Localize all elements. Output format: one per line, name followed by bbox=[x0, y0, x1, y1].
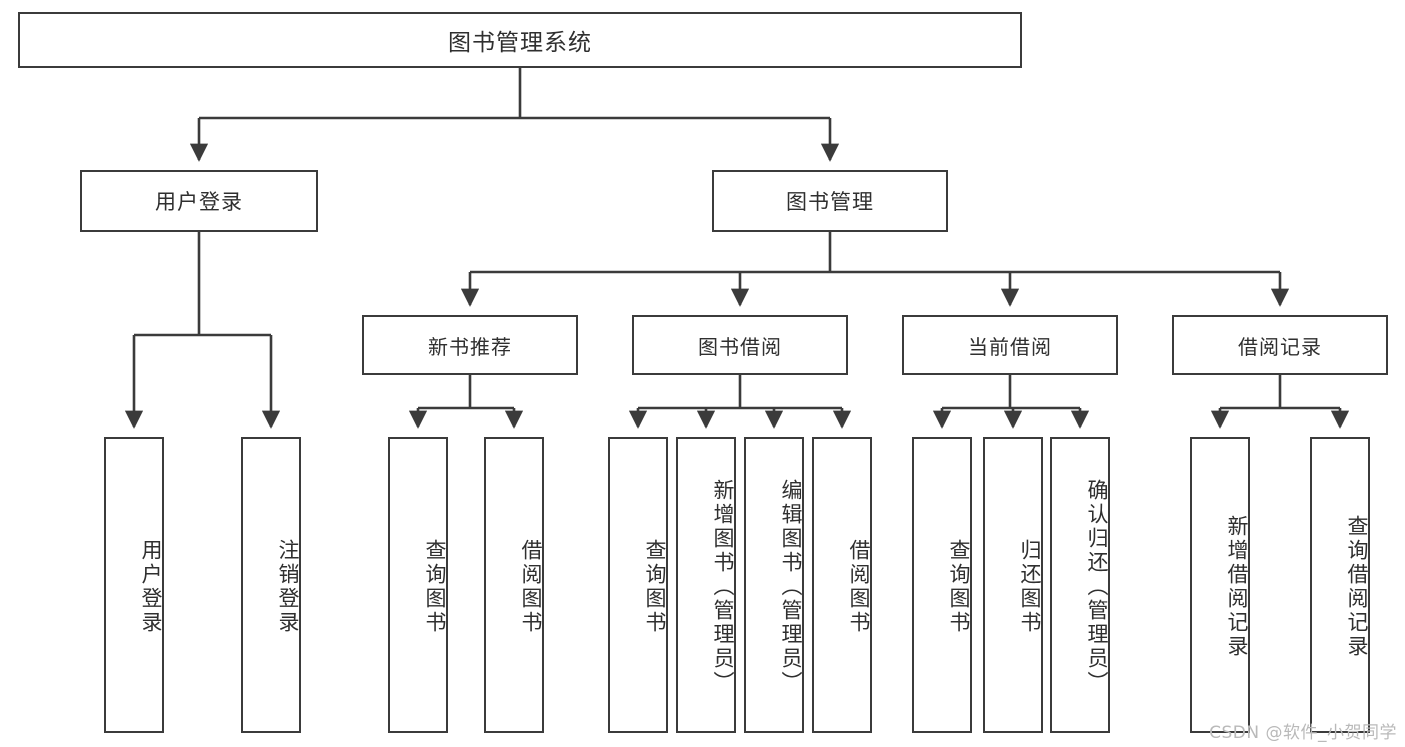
node-leaf-5[interactable]: 新增图书（管理员） bbox=[676, 437, 736, 733]
node-leaf-11-label: 新增借阅记录 bbox=[1225, 515, 1249, 659]
node-leaf-10[interactable]: 确认归还（管理员） bbox=[1050, 437, 1110, 733]
node-leaf-2-label: 查询图书 bbox=[423, 539, 447, 635]
node-l3-图书借阅-label: 图书借阅 bbox=[698, 334, 782, 359]
node-l2-用户登录[interactable]: 用户登录 bbox=[80, 170, 318, 232]
node-leaf-0[interactable]: 用户登录 bbox=[104, 437, 164, 733]
node-leaf-6-label: 编辑图书（管理员） bbox=[779, 479, 803, 695]
node-leaf-4-label: 查询图书 bbox=[643, 539, 667, 635]
node-leaf-4[interactable]: 查询图书 bbox=[608, 437, 668, 733]
node-leaf-12-label: 查询借阅记录 bbox=[1345, 515, 1369, 659]
node-l3-图书借阅[interactable]: 图书借阅 bbox=[632, 315, 848, 375]
node-leaf-5-label: 新增图书（管理员） bbox=[711, 479, 735, 695]
node-leaf-6[interactable]: 编辑图书（管理员） bbox=[744, 437, 804, 733]
node-leaf-8[interactable]: 查询图书 bbox=[912, 437, 972, 733]
node-leaf-1[interactable]: 注销登录 bbox=[241, 437, 301, 733]
node-l3-当前借阅[interactable]: 当前借阅 bbox=[902, 315, 1118, 375]
node-l2-用户登录-label: 用户登录 bbox=[155, 190, 243, 214]
node-leaf-1-label: 注销登录 bbox=[276, 539, 300, 635]
node-leaf-8-label: 查询图书 bbox=[947, 539, 971, 635]
node-leaf-12[interactable]: 查询借阅记录 bbox=[1310, 437, 1370, 733]
csdn-watermark: CSDN @软件_小贺同学 bbox=[1209, 723, 1397, 743]
node-leaf-7-label: 借阅图书 bbox=[847, 539, 871, 635]
node-root-label: 图书管理系统 bbox=[448, 30, 592, 56]
node-l2-图书管理-label: 图书管理 bbox=[786, 190, 874, 214]
node-leaf-9[interactable]: 归还图书 bbox=[983, 437, 1043, 733]
node-l3-新书推荐[interactable]: 新书推荐 bbox=[362, 315, 578, 375]
node-leaf-0-label: 用户登录 bbox=[139, 539, 163, 635]
node-l3-新书推荐-label: 新书推荐 bbox=[428, 334, 512, 359]
node-leaf-11[interactable]: 新增借阅记录 bbox=[1190, 437, 1250, 733]
node-l3-当前借阅-label: 当前借阅 bbox=[968, 334, 1052, 359]
node-leaf-7[interactable]: 借阅图书 bbox=[812, 437, 872, 733]
node-leaf-9-label: 归还图书 bbox=[1018, 539, 1042, 635]
node-leaf-3-label: 借阅图书 bbox=[519, 539, 543, 635]
node-l3-借阅记录-label: 借阅记录 bbox=[1238, 334, 1322, 359]
node-leaf-2[interactable]: 查询图书 bbox=[388, 437, 448, 733]
node-leaf-3[interactable]: 借阅图书 bbox=[484, 437, 544, 733]
node-l2-图书管理[interactable]: 图书管理 bbox=[712, 170, 948, 232]
node-leaf-10-label: 确认归还（管理员） bbox=[1085, 479, 1109, 695]
node-l3-借阅记录[interactable]: 借阅记录 bbox=[1172, 315, 1388, 375]
node-root[interactable]: 图书管理系统 bbox=[18, 12, 1022, 68]
